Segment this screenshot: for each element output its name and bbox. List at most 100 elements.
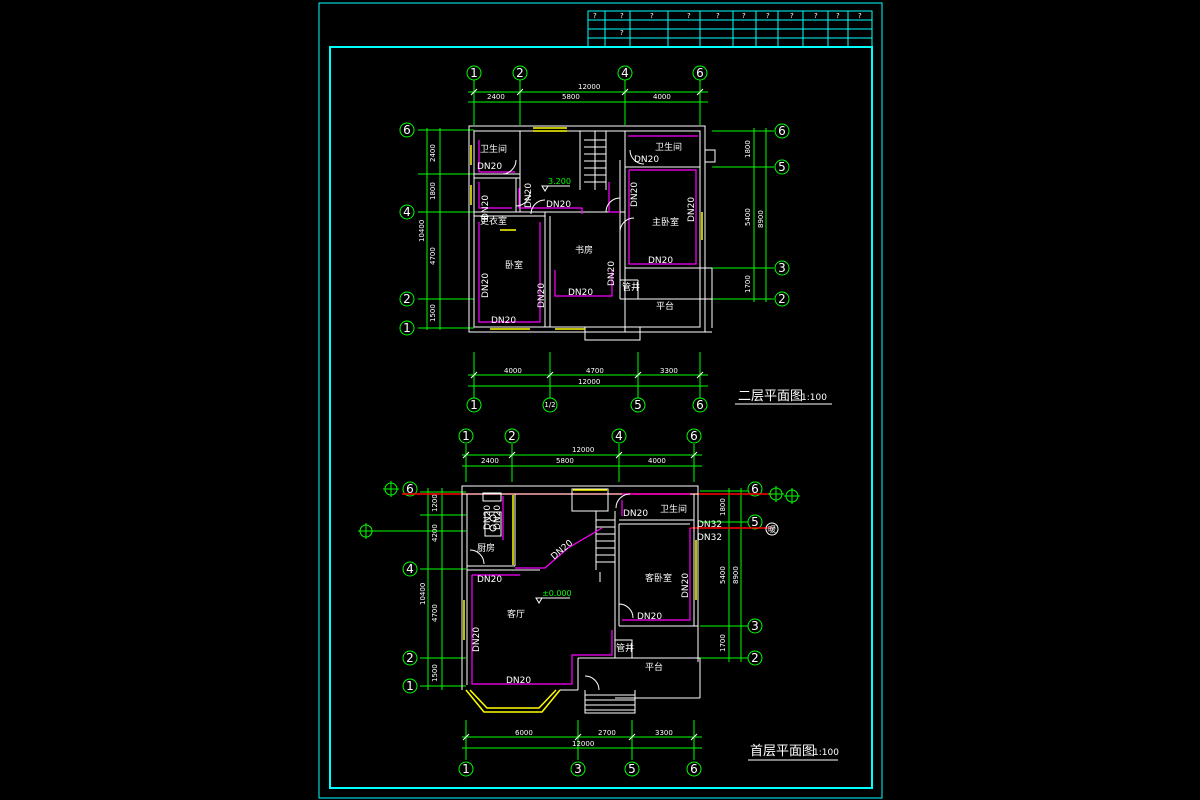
title-cell: ? <box>650 12 654 20</box>
pipe-label: DN20 <box>483 505 493 530</box>
dimension-ticks <box>462 451 698 741</box>
pipe-label: DN20 <box>568 288 593 298</box>
dim-left-total: 10400 <box>419 583 427 605</box>
axis-label: 1 <box>403 321 411 335</box>
axis-label: 6 <box>778 124 786 138</box>
elevation-label: 3.200 <box>548 177 571 186</box>
axis-label: 2 <box>778 292 786 306</box>
dim-right-total: 8900 <box>732 566 740 584</box>
axis-label: 2 <box>516 66 524 80</box>
second-floor-plan[interactable]: 12000 2400 5800 4000 4000 4700 3300 1200… <box>399 65 832 413</box>
room-label: 平台 <box>645 661 663 673</box>
pipe-label: DN20 <box>634 155 659 165</box>
room-label: 厨房 <box>477 542 495 554</box>
dim-left-seg: 1200 <box>431 494 439 512</box>
riser-label: 暖 <box>768 525 776 534</box>
axis-label: 4 <box>615 429 623 443</box>
dim-top-seg: 5800 <box>562 93 580 101</box>
stair <box>584 131 606 190</box>
dim-top-seg: 2400 <box>487 93 505 101</box>
title-block <box>587 10 873 48</box>
title-cell: ? <box>790 12 794 20</box>
entry-steps <box>585 694 635 711</box>
axis-label: 5 <box>778 160 786 174</box>
room-label: 卫生间 <box>660 503 687 515</box>
dim-bottom-seg: 3300 <box>660 367 678 375</box>
pipe-label: DN20 <box>546 200 571 210</box>
dim-left-seg: 4200 <box>431 524 439 542</box>
dim-left-seg: 1500 <box>431 664 439 682</box>
axis-label: 1/2 <box>544 401 555 409</box>
room-label: 客卧室 <box>645 572 672 584</box>
dim-bottom-total: 12000 <box>572 740 594 748</box>
pipe-label: DN20 <box>491 316 516 326</box>
pipe-label: DN20 <box>550 538 576 562</box>
dim-bottom-seg: 3300 <box>655 729 673 737</box>
pipe-label: DN20 <box>524 183 534 208</box>
stair <box>571 488 616 582</box>
heating-pipes <box>478 135 698 323</box>
dim-left-total: 10400 <box>418 220 426 242</box>
axis-label: 2 <box>403 292 411 306</box>
axis-labels: 1 2 4 6 1 1/2 5 6 6 4 2 1 6 5 3 2 <box>403 66 786 412</box>
axis-label: 6 <box>690 429 698 443</box>
elevation-marker: 3.200 <box>541 177 571 192</box>
title-cell: ? <box>593 12 597 20</box>
axis-label: 5 <box>634 398 642 412</box>
pipe-label: DN20 <box>637 612 662 622</box>
walls <box>468 125 716 341</box>
windows <box>470 127 703 330</box>
plan-scale: 1:100 <box>801 393 827 403</box>
pipe-label: DN20 <box>687 197 697 222</box>
room-label: 平台 <box>656 300 674 312</box>
dim-right-seg: 1700 <box>719 634 727 652</box>
axis-label: 4 <box>621 66 629 80</box>
axis-label: 3 <box>574 762 582 776</box>
inner-frame <box>329 46 873 789</box>
axis-label: 5 <box>751 515 759 529</box>
axis-label: 4 <box>406 562 414 576</box>
pipe-label: DN20 <box>648 256 673 266</box>
axis-label: 3 <box>751 619 759 633</box>
doors <box>501 149 645 233</box>
pipe-label: DN20 <box>623 509 648 519</box>
dim-left-seg: 1500 <box>429 304 437 322</box>
axis-label: 6 <box>696 66 704 80</box>
axis-label: 6 <box>690 762 698 776</box>
dim-right-seg: 5400 <box>719 566 727 584</box>
axis-label: 3 <box>778 261 786 275</box>
dim-top-seg: 4000 <box>653 93 671 101</box>
dim-right-seg: 1800 <box>744 140 752 158</box>
axis-label: 6 <box>406 482 414 496</box>
plan-title: 首层平面图 <box>750 744 815 759</box>
axis-bubbles <box>402 428 763 777</box>
title-cell: ? <box>814 12 818 20</box>
dim-left-seg: 4700 <box>429 247 437 265</box>
dimension-ticks <box>470 88 704 379</box>
room-label: 客厅 <box>507 608 525 620</box>
axis-label: 1 <box>470 398 478 412</box>
dimension-lines <box>420 444 748 760</box>
dim-bottom-seg: 4700 <box>586 367 604 375</box>
pipe-label: DN20 <box>481 273 491 298</box>
dim-bottom-seg: 4000 <box>504 367 522 375</box>
axis-label: 2 <box>508 429 516 443</box>
first-floor-plan[interactable]: 12000 2400 5800 4000 6000 2700 3300 1200… <box>358 428 839 777</box>
axis-bubbles <box>399 65 790 413</box>
pipe-label: DN20 <box>681 573 691 598</box>
dim-left-seg: 1800 <box>429 182 437 200</box>
outer-frame <box>318 2 883 799</box>
dim-bottom-total: 12000 <box>578 378 600 386</box>
dim-right-total: 8900 <box>757 210 765 228</box>
room-label: 卧室 <box>505 259 523 271</box>
room-label: 卫生间 <box>655 141 682 153</box>
axis-labels: 1 2 4 6 1 3 5 6 6 4 2 1 6 5 3 2 <box>406 429 759 776</box>
axis-label: 6 <box>751 482 759 496</box>
pipe-label: DN20 <box>481 195 491 220</box>
pipe-label: DN20 <box>607 261 617 286</box>
title-cell: ? <box>766 12 770 20</box>
axis-label: 2 <box>406 651 414 665</box>
title-cell: ? <box>836 12 840 20</box>
title-cell: ? <box>716 12 720 20</box>
